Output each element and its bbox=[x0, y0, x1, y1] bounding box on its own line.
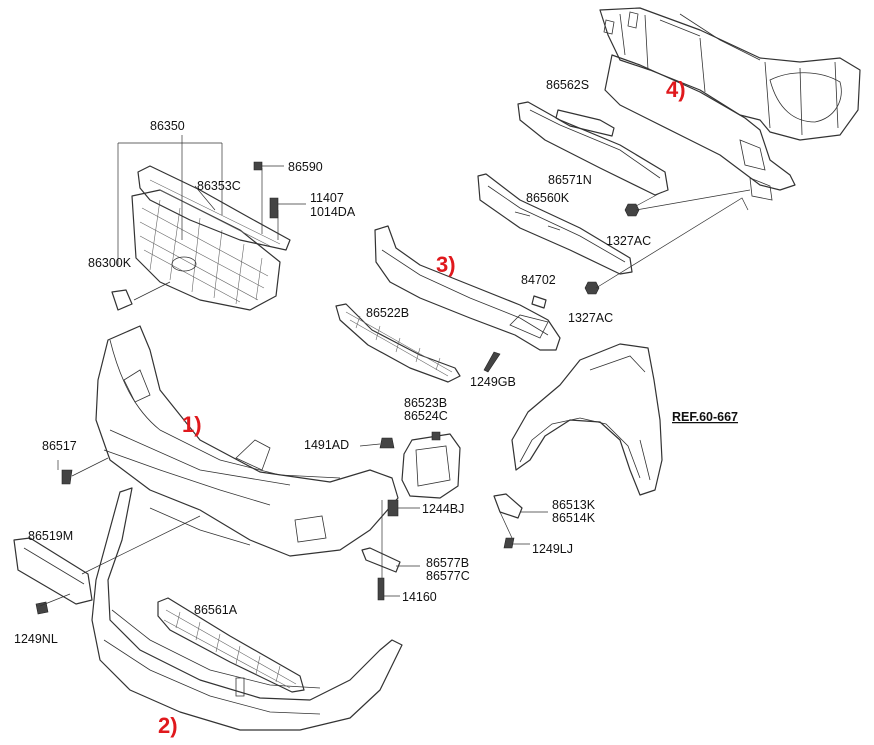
label-86517: 86517 bbox=[42, 439, 77, 453]
label-1327AC-upper: 1327AC bbox=[606, 234, 651, 248]
callout-4: 4) bbox=[666, 77, 686, 102]
screw-1249NL bbox=[35, 601, 49, 615]
lower-grille-86561A bbox=[157, 597, 305, 693]
front-end-module-carrier bbox=[599, 7, 861, 201]
upper-bumper-grille-86522B bbox=[335, 303, 461, 383]
callout-2: 2) bbox=[158, 713, 178, 738]
label-1249LJ: 1249LJ bbox=[532, 542, 573, 556]
label-1014DA: 1014DA bbox=[310, 205, 356, 219]
screw-1249LJ bbox=[503, 537, 515, 549]
part-86562S-trim bbox=[555, 109, 615, 137]
bracket-86513K bbox=[493, 493, 523, 519]
part-86560K-beam bbox=[477, 173, 633, 275]
label-86353C: 86353C bbox=[197, 179, 241, 193]
label-86560K: 86560K bbox=[526, 191, 570, 205]
lower-bumper-cover bbox=[91, 487, 403, 731]
label-86524C: 86524C bbox=[404, 409, 448, 423]
front-fender-reference bbox=[511, 343, 663, 496]
part-86571N-beam bbox=[517, 101, 669, 196]
label-86577B: 86577B bbox=[426, 556, 469, 570]
bracket-86577B bbox=[361, 547, 401, 573]
screw-1249GB bbox=[483, 351, 501, 373]
label-14160: 14160 bbox=[402, 590, 437, 604]
clip-86517 bbox=[61, 469, 73, 485]
part-number-labels: 86350 86590 86353C 11407 1014DA 86300K 8… bbox=[14, 78, 738, 646]
label-86561A: 86561A bbox=[194, 603, 238, 617]
label-1249GB: 1249GB bbox=[470, 375, 516, 389]
label-86513K: 86513K bbox=[552, 498, 596, 512]
label-86562S: 86562S bbox=[546, 78, 589, 92]
label-86523B: 86523B bbox=[404, 396, 447, 410]
label-11407: 11407 bbox=[310, 191, 344, 205]
nut-1327AC-upper bbox=[624, 203, 640, 217]
license-plate-bracket-86519M bbox=[13, 537, 93, 605]
label-86577C: 86577C bbox=[426, 569, 470, 583]
radiator-grille-assembly bbox=[111, 161, 291, 311]
bumper-energy-absorber bbox=[374, 225, 561, 351]
callout-1: 1) bbox=[182, 412, 202, 437]
label-86519M: 86519M bbox=[28, 529, 73, 543]
label-84702: 84702 bbox=[521, 273, 556, 287]
fog-lamp-bezel bbox=[401, 431, 461, 499]
label-86590: 86590 bbox=[288, 160, 323, 174]
bolt-1244BJ bbox=[387, 499, 399, 517]
label-86522B: 86522B bbox=[366, 306, 409, 320]
bolt-14160 bbox=[377, 577, 385, 601]
label-ref-60-667: REF.60-667 bbox=[672, 410, 738, 424]
bracket-84702 bbox=[531, 295, 547, 309]
label-1327AC-lower: 1327AC bbox=[568, 311, 613, 325]
label-1249NL: 1249NL bbox=[14, 632, 58, 646]
label-86571N: 86571N bbox=[548, 173, 592, 187]
clip-1491AD bbox=[379, 437, 395, 449]
group-callouts: 1) 2) 3) 4) bbox=[158, 77, 686, 738]
label-86350: 86350 bbox=[150, 119, 185, 133]
label-86514K: 86514K bbox=[552, 511, 596, 525]
label-86300K: 86300K bbox=[88, 256, 132, 270]
label-1491AD: 1491AD bbox=[304, 438, 349, 452]
nut-1327AC-lower bbox=[584, 281, 600, 295]
callout-3: 3) bbox=[436, 252, 456, 277]
label-1244BJ: 1244BJ bbox=[422, 502, 464, 516]
front-bumper-cover bbox=[95, 325, 399, 557]
